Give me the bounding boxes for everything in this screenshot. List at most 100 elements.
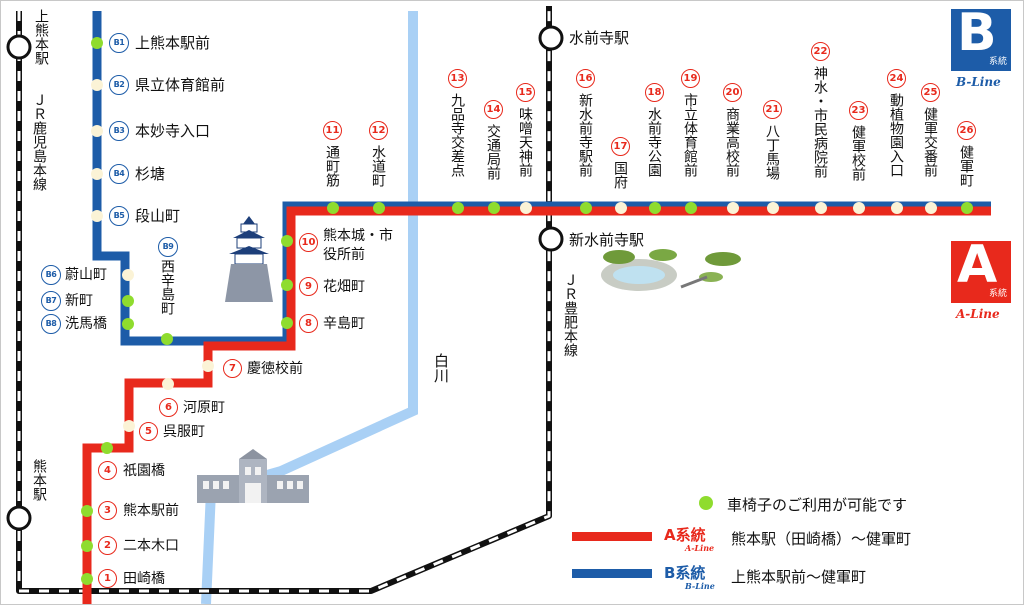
- a-stop-name: 呉服町: [163, 424, 205, 440]
- a-stop-number: 11: [323, 121, 342, 140]
- a-stop-name: 国府: [612, 161, 628, 189]
- b-line-badge-letter: B: [957, 3, 997, 63]
- a-stop-name: 水前寺公園: [646, 107, 662, 177]
- a-stop-name: 健軍町: [958, 145, 974, 187]
- a-stop-name: 田崎橋: [123, 571, 165, 587]
- a-stop-number: 20: [723, 83, 742, 102]
- legend-b-line-swatch: [572, 569, 652, 578]
- b-stop-dot: [91, 210, 103, 222]
- a-stop-dot: [767, 202, 779, 214]
- jr-kagoshima-line: [16, 6, 552, 594]
- b-stop-number: B3: [109, 121, 129, 141]
- a-stop-number: 22: [811, 42, 830, 61]
- a-stop-dot: [81, 540, 93, 552]
- a-stop-name: 市立体育館前: [682, 93, 698, 177]
- b-stop-name: 新町: [65, 293, 93, 309]
- suizenji-station-label: 水前寺駅: [569, 29, 630, 47]
- legend-b-text: 上熊本駅前～健軍町: [731, 568, 867, 586]
- b-stop-dot: [91, 37, 103, 49]
- a-stop-dot: [520, 202, 532, 214]
- a-stop-dot: [615, 202, 627, 214]
- a-stop-number: 16: [576, 69, 595, 88]
- b-stop-name: 本妙寺入口: [135, 122, 211, 140]
- b-stop-dot: [122, 295, 134, 307]
- b-stop-number: B7: [41, 291, 61, 311]
- b-stop-name: 上熊本駅前: [135, 34, 211, 52]
- b-stop-name: 蔚山町: [65, 267, 107, 283]
- legend-wheelchair-dot: [699, 496, 713, 510]
- a-stop-number: 14: [484, 100, 503, 119]
- a-line-badge-small: 系統: [988, 289, 1007, 299]
- kumamoto-station-marker: [6, 505, 32, 531]
- a-stop-name: 味噌天神前: [517, 107, 533, 177]
- a-stop-number: 15: [516, 83, 535, 102]
- b-stop-number: B5: [109, 206, 129, 226]
- kumamoto-station-label: 熊本駅: [31, 459, 47, 501]
- b-line-badge: B 系統: [951, 3, 1011, 71]
- a-stop-name: 慶徳校前: [247, 361, 303, 377]
- suizenji-station-marker: [538, 25, 564, 51]
- a-stop-number: 9: [299, 277, 318, 296]
- a-stop-name: 花畑町: [323, 279, 365, 295]
- b-line-route: [92, 11, 991, 346]
- b-stop-dot: [122, 318, 134, 330]
- kumamoto-castle-icon: [225, 216, 273, 302]
- a-stop-dot: [162, 378, 174, 390]
- a-stop-number: 24: [887, 69, 906, 88]
- legend-a-sub: A-Line: [685, 543, 715, 553]
- a-stop-name: 辛島町: [323, 316, 365, 332]
- a-stop-name: 八丁馬場: [764, 124, 780, 180]
- a-stop-number: 7: [223, 359, 242, 378]
- kami-kumamoto-station-marker: [6, 34, 32, 60]
- a-stop-dot: [685, 202, 697, 214]
- b-stop-dot: [91, 125, 103, 137]
- a-stop-number: 19: [681, 69, 700, 88]
- a-stop-dot: [853, 202, 865, 214]
- b-stop-number: B2: [109, 75, 129, 95]
- suizenji-garden-icon: [601, 249, 741, 291]
- a-stop-dot: [580, 202, 592, 214]
- kami-kumamoto-station-label: 上熊本駅: [33, 9, 49, 65]
- b-stop-dot: [161, 333, 173, 345]
- a-stop-number: 5: [139, 422, 158, 441]
- shin-suizenji-station-label: 新水前寺駅: [569, 231, 645, 249]
- a-stop-number: 12: [369, 121, 388, 140]
- b-stop-name: 段山町: [135, 207, 181, 225]
- legend-wheelchair-text: 車椅子のご利用が可能です: [727, 496, 908, 514]
- a-stop-dot: [281, 317, 293, 329]
- a-stop-name: 九品寺交差点: [449, 93, 465, 177]
- a-stop-number: 6: [159, 398, 178, 417]
- legend-b-sys: B系統: [664, 564, 706, 582]
- b-stop-number: B8: [41, 314, 61, 334]
- a-stop-number: 8: [299, 314, 318, 333]
- stop-dots: [81, 37, 973, 585]
- a-stop-number: 13: [448, 69, 467, 88]
- b-stop-number: B1: [109, 33, 129, 53]
- b-stop-dot: [91, 168, 103, 180]
- building-icon: [197, 449, 309, 503]
- a-stop-dot: [961, 202, 973, 214]
- jr-hohi-line-label: ＪＲ豊肥本線: [562, 273, 578, 357]
- a-stop-name: 動植物園入口: [888, 93, 904, 177]
- a-stop-name: 熊本駅前: [123, 503, 179, 519]
- a-line-badge-letter: A: [957, 235, 998, 295]
- a-stop-name: 二本木口: [123, 538, 179, 554]
- b-stop-dot: [91, 79, 103, 91]
- a-stop-dot: [488, 202, 500, 214]
- a-stop-name: 通町筋: [324, 145, 340, 187]
- b-stop-name: 洗馬橋: [65, 316, 107, 332]
- a-stop-dot: [452, 202, 464, 214]
- shirakawa-river: [201, 11, 418, 604]
- legend-a-sys: A系統: [664, 526, 706, 544]
- a-stop-dot: [727, 202, 739, 214]
- a-stop-name: 交通局前: [485, 124, 501, 180]
- b-stop-number: B4: [109, 164, 129, 184]
- b-stop-number: B6: [41, 265, 61, 285]
- a-stop-name: 熊本城・市役所前: [323, 228, 393, 263]
- a-stop-dot: [649, 202, 661, 214]
- a-stop-dot: [81, 573, 93, 585]
- legend-a-text: 熊本駅（田崎橋）～健軍町: [731, 530, 912, 548]
- shirakawa-river-label: 白川: [432, 353, 450, 383]
